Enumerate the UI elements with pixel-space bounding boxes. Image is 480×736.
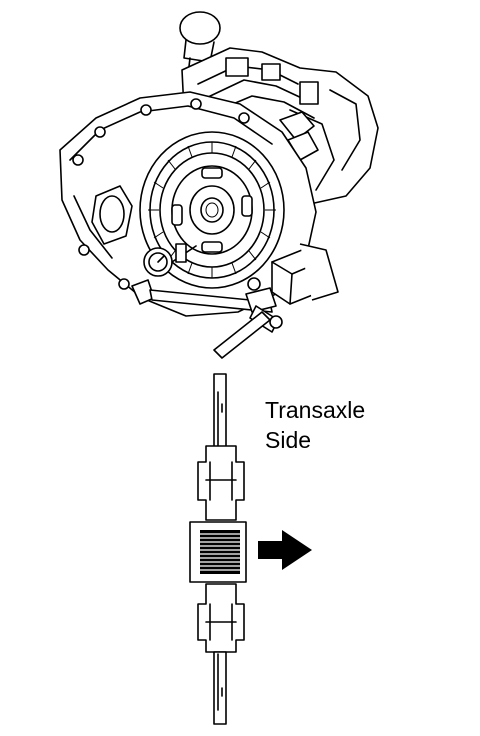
indicator-stand [131, 277, 283, 359]
transaxle-side-label-line1: Transaxle [265, 397, 366, 423]
magnetic-base [271, 243, 339, 305]
clutch-cross-section [189, 373, 247, 725]
facing-lines [200, 530, 240, 574]
upper-housing [181, 47, 379, 205]
transaxle-side-label-line2: Side [265, 427, 312, 453]
dial-indicator [143, 243, 197, 277]
transaxle-illustration [59, 11, 379, 359]
arrow-right-icon [258, 530, 312, 570]
